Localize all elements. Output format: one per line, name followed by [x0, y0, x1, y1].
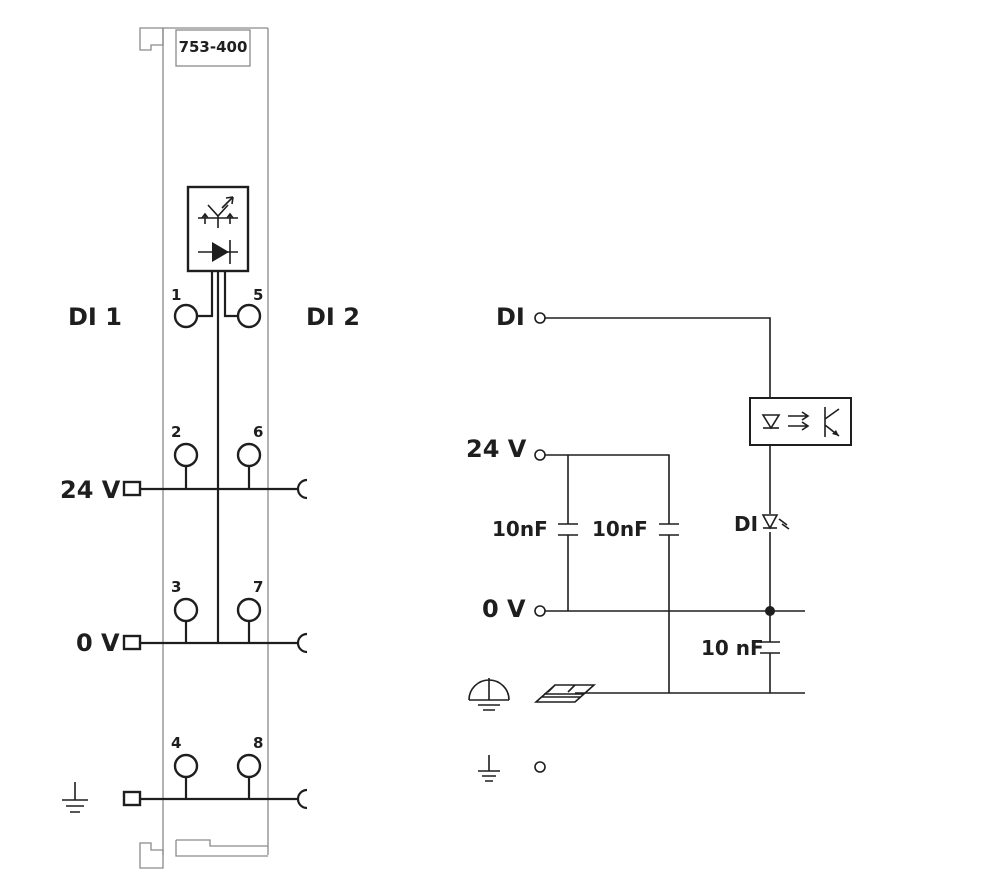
capacitor-1-icon: [558, 523, 578, 536]
terminal-label-7: 7: [253, 578, 263, 596]
part-number-box: 753-400: [175, 29, 251, 67]
part-number: 753-400: [179, 38, 248, 56]
schematic-label-24v: 24 V: [466, 435, 527, 463]
schematic-terminals: [534, 312, 546, 773]
terminal-5: [236, 303, 262, 329]
terminal-label-3: 3: [171, 578, 181, 596]
terminal-label-6: 6: [253, 423, 263, 441]
terminal-8: [236, 753, 262, 779]
terminal-6: [236, 442, 262, 468]
schematic-wiring: [545, 317, 805, 694]
channel-label-di2: DI 2: [306, 303, 360, 331]
power-contact-0v-left: [122, 634, 142, 651]
capacitor-2-label: 10nF: [592, 517, 648, 541]
power-contact-pe-right: [296, 788, 308, 810]
module-wiring: [140, 271, 298, 801]
power-contact-pe-left: [122, 790, 142, 807]
junction-dot: [765, 606, 775, 616]
module-terminals: [173, 303, 262, 779]
channel-label-di1: DI 1: [68, 303, 122, 331]
terminal-circle-pe: [534, 761, 546, 773]
module-housing: [139, 27, 269, 869]
terminal-7: [236, 597, 262, 623]
schematic-label-di: DI: [496, 303, 525, 331]
terminal-label-5: 5: [253, 286, 263, 304]
terminal-circle-di: [534, 312, 546, 324]
terminal-circle-24v: [534, 449, 546, 461]
terminal-label-8: 8: [253, 734, 263, 752]
rail-label-24v: 24 V: [60, 476, 121, 504]
rail-label-0v: 0 V: [76, 629, 120, 657]
din-rail-icon: [533, 684, 597, 703]
module-optocoupler-icon: [186, 185, 250, 273]
terminal-label-2: 2: [171, 423, 181, 441]
capacitor-3-icon: [760, 641, 780, 654]
schematic-label-0v: 0 V: [482, 595, 526, 623]
power-contact-24v-right: [296, 478, 308, 500]
terminal-3: [173, 597, 199, 623]
power-contact-24v-left: [122, 480, 142, 497]
capacitor-2-icon: [659, 523, 679, 536]
chassis-ground-icon: [468, 678, 510, 711]
power-contact-0v-right: [296, 632, 308, 654]
protective-earth-icon: [478, 755, 500, 782]
capacitor-3-label: 10 nF: [701, 636, 764, 660]
terminal-4: [173, 753, 199, 779]
status-led-icon: [761, 514, 790, 532]
terminal-label-4: 4: [171, 734, 181, 752]
terminal-circle-0v: [534, 605, 546, 617]
status-led-label: DI: [734, 512, 758, 536]
terminal-label-1: 1: [171, 286, 181, 304]
schematic-optocoupler-icon: [749, 397, 852, 446]
capacitor-1-label: 10nF: [492, 517, 548, 541]
terminal-numbers: 1 2 3 4 5 6 7 8: [171, 286, 263, 752]
terminal-1: [173, 303, 199, 329]
terminal-2: [173, 442, 199, 468]
ground-icon: [62, 782, 88, 813]
rail-contacts: [122, 478, 308, 810]
